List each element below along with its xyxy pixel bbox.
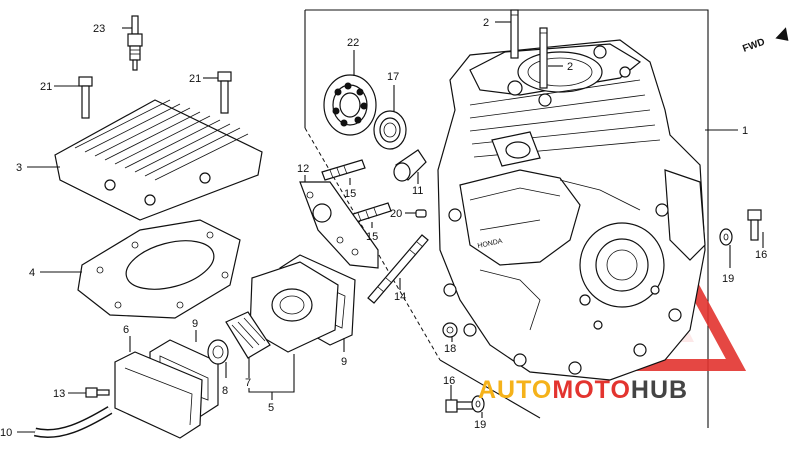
bolt-21-left bbox=[78, 76, 93, 119]
insulator-5 bbox=[249, 261, 339, 353]
collar-8 bbox=[207, 339, 229, 365]
callout-7: 7 bbox=[245, 377, 251, 389]
callout-14: 14 bbox=[394, 291, 406, 303]
nozzle-11 bbox=[393, 149, 427, 182]
oil-seal bbox=[373, 110, 407, 150]
cylinder-head bbox=[54, 99, 263, 221]
pin-20 bbox=[415, 209, 427, 218]
gasket-plate-12 bbox=[299, 181, 379, 269]
leader-lines bbox=[17, 21, 764, 433]
callout-19: 19 bbox=[722, 273, 734, 285]
callout-9: 9 bbox=[341, 356, 347, 368]
callout-6: 6 bbox=[123, 324, 129, 336]
fwd-direction-indicator: FWD bbox=[741, 27, 789, 55]
callout-19: 19 bbox=[474, 419, 486, 431]
filter-screen-7 bbox=[225, 311, 271, 359]
stud-15-upper bbox=[321, 159, 366, 181]
spark-plug bbox=[127, 15, 143, 71]
callout-12: 12 bbox=[297, 163, 309, 175]
callout-21: 21 bbox=[40, 81, 52, 93]
callout-10: 10 bbox=[0, 427, 12, 439]
callout-23: 23 bbox=[93, 23, 105, 35]
bolt-16-bottom bbox=[445, 399, 474, 413]
fwd-label: FWD bbox=[741, 37, 766, 55]
callout-16: 16 bbox=[443, 375, 455, 387]
crankcase-cylinder-block: HONDA bbox=[437, 39, 706, 381]
side-cover-6 bbox=[114, 351, 203, 439]
stud-bolt-2-left bbox=[510, 9, 519, 59]
callout-15: 15 bbox=[344, 188, 356, 200]
callout-2: 2 bbox=[483, 17, 489, 29]
bolt-21-right bbox=[217, 71, 232, 114]
callout-1: 1 bbox=[742, 125, 748, 137]
callout-13: 13 bbox=[53, 388, 65, 400]
callout-8: 8 bbox=[222, 385, 228, 397]
bolt-16-right bbox=[747, 209, 762, 241]
callout-16: 16 bbox=[755, 249, 767, 261]
callout-18: 18 bbox=[444, 343, 456, 355]
callout-11: 11 bbox=[412, 185, 423, 197]
bolt-13 bbox=[85, 387, 110, 398]
fwd-arrow-icon bbox=[775, 27, 789, 41]
watermark-logo: AUTOMOTOHUB bbox=[478, 376, 688, 404]
callout-20: 20 bbox=[390, 208, 402, 220]
callout-22: 22 bbox=[347, 37, 359, 49]
callout-labels: 1 2 2 3 4 5 6 7 8 9 9 10 11 12 13 14 15 … bbox=[0, 17, 767, 439]
head-gasket bbox=[77, 219, 241, 319]
callout-4: 4 bbox=[29, 267, 35, 279]
drain-plug-18 bbox=[442, 322, 458, 338]
callout-3: 3 bbox=[16, 162, 22, 174]
callout-5: 5 bbox=[268, 402, 274, 414]
breather-tube-10 bbox=[33, 406, 113, 438]
callout-17: 17 bbox=[387, 71, 399, 83]
bearing bbox=[323, 74, 377, 136]
stud-bolt-2-right bbox=[539, 27, 548, 89]
washer-19-bottom bbox=[471, 395, 485, 413]
long-stud-14 bbox=[367, 234, 429, 304]
callout-2: 2 bbox=[567, 61, 573, 73]
washer-19-right bbox=[719, 228, 733, 246]
watermark-part1: AUTOMOTOHUB bbox=[478, 376, 688, 404]
callout-21: 21 bbox=[189, 73, 201, 85]
callout-9: 9 bbox=[192, 318, 198, 330]
callout-15: 15 bbox=[366, 231, 378, 243]
